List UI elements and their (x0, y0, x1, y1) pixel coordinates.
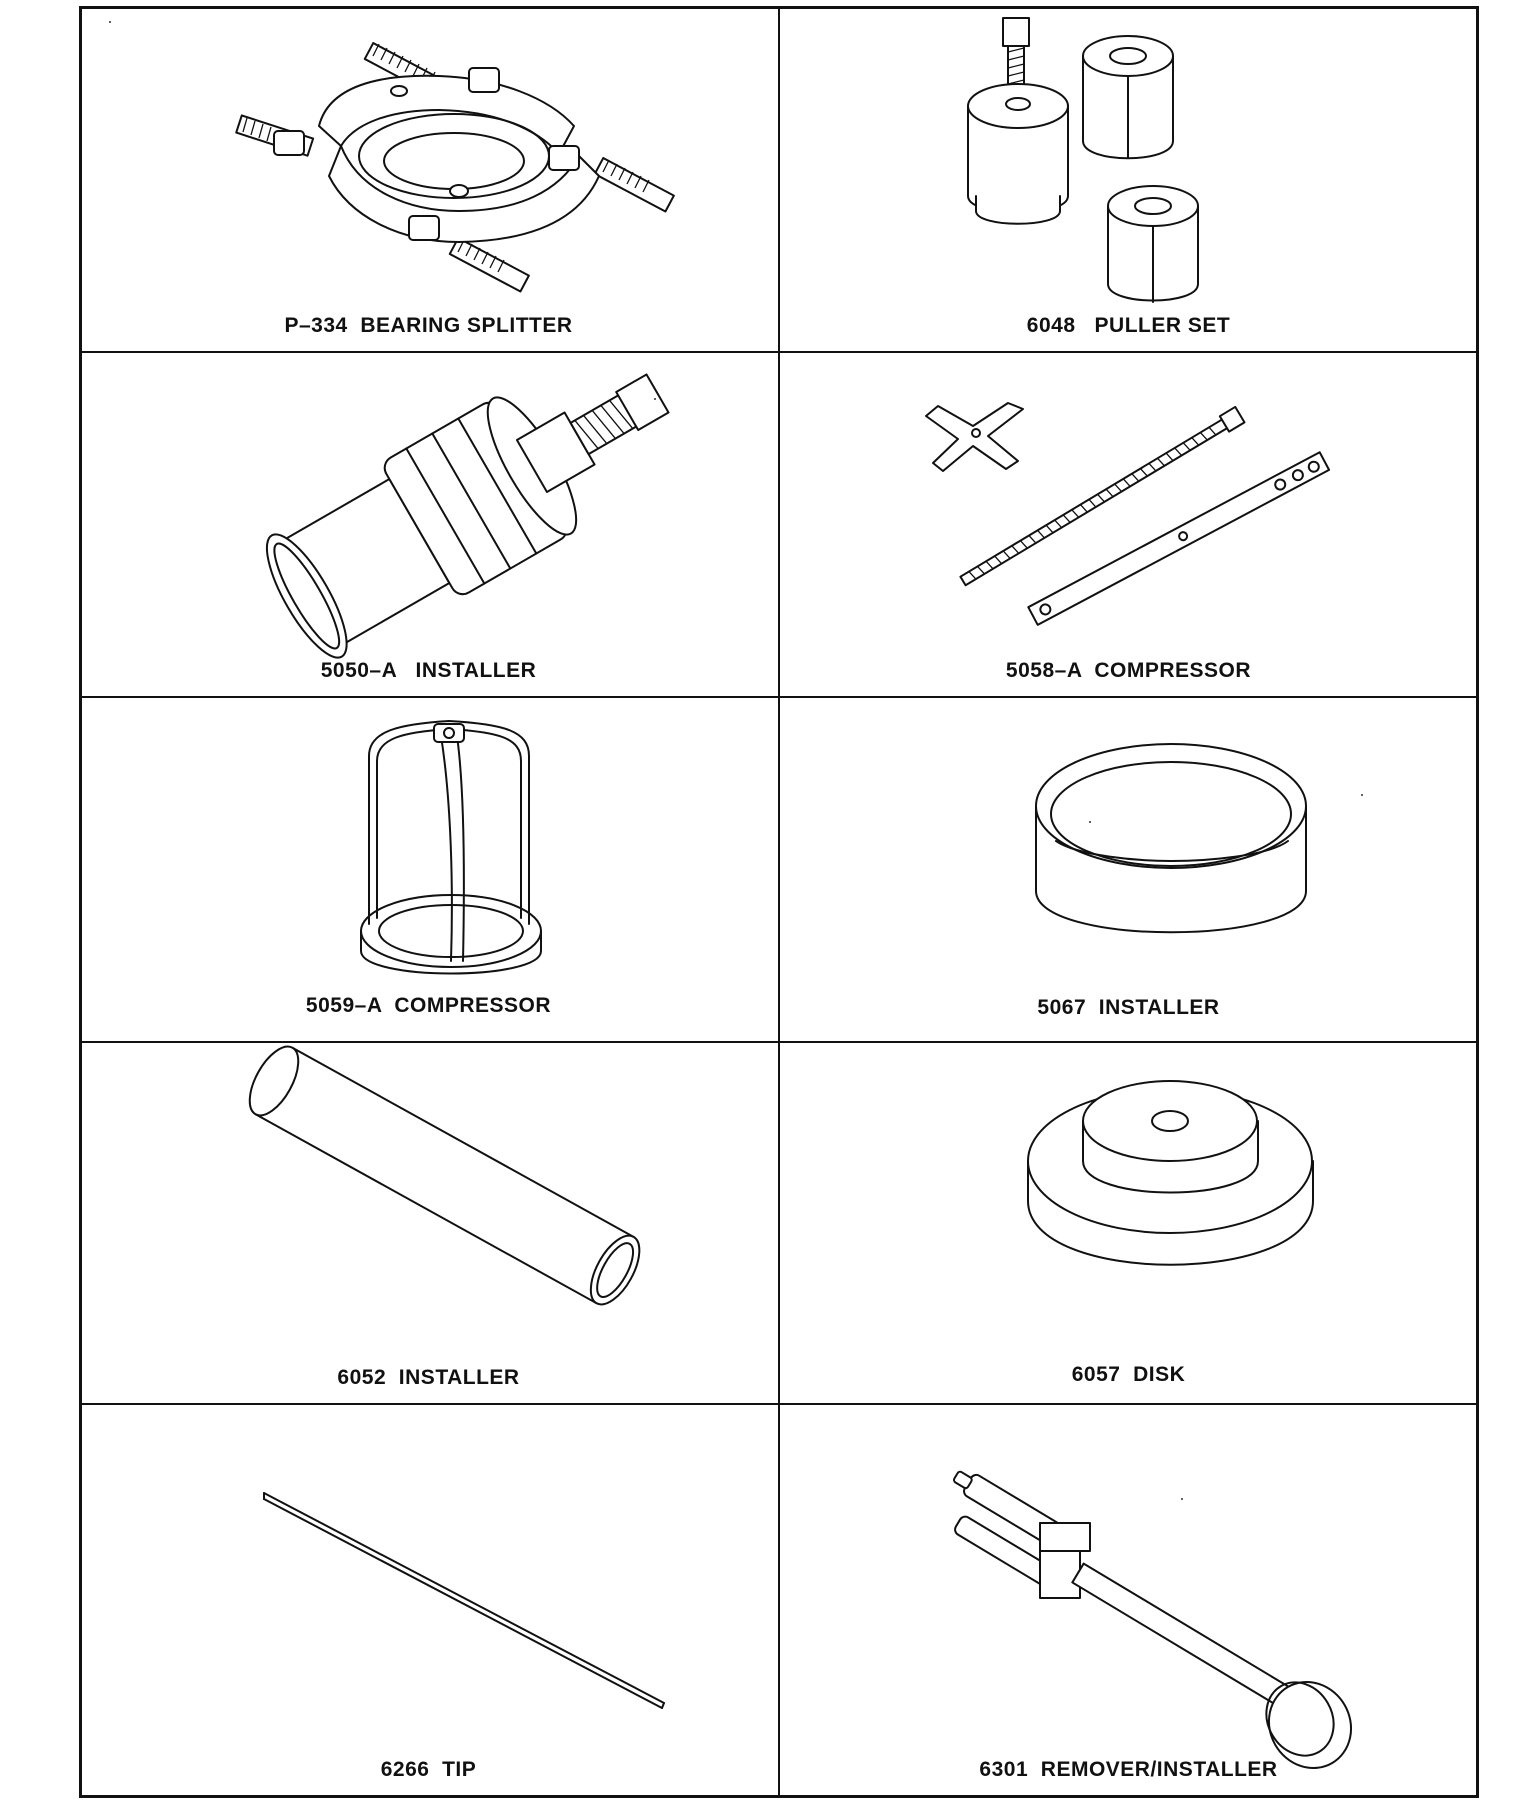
tool-cell-5050a: 5050–A INSTALLER (79, 351, 778, 696)
scan-speck (1089, 821, 1091, 823)
tool-cell-6266: 6266 TIP (79, 1403, 778, 1798)
scan-speck (109, 21, 111, 23)
scan-speck (1361, 794, 1363, 796)
tool-caption: 6301 REMOVER/INSTALLER (979, 1758, 1278, 1781)
row-divider (79, 351, 1479, 353)
row-divider (79, 696, 1479, 698)
tube-installer-icon (248, 1045, 641, 1306)
splitter-half (318, 74, 575, 155)
tool-cell-6052: 6052 INSTALLER (79, 1041, 778, 1403)
tool-cell-5058a: 5058–A COMPRESSOR (778, 351, 1479, 696)
tool-caption: P–334 BEARING SPLITTER (284, 314, 573, 337)
column-divider (778, 6, 780, 1798)
tool-cell-5059a: 5059–A COMPRESSOR (79, 696, 778, 1041)
bearing-splitter-icon (235, 42, 675, 293)
tool-caption: 5059–A COMPRESSOR (305, 994, 552, 1017)
tool-caption: 5058–A COMPRESSOR (1005, 659, 1252, 682)
row-divider (79, 1041, 1479, 1043)
scan-speck (1181, 1498, 1183, 1500)
splitter-bolt (448, 237, 530, 293)
compressor-cage-icon (360, 719, 542, 975)
compressor-icon (925, 402, 1331, 626)
tool-cell-6048: 6048 PULLER SET (778, 6, 1479, 351)
installer-icon (265, 373, 670, 659)
tool-cell-6301: 6301 REMOVER/INSTALLER (778, 1403, 1479, 1798)
disk-icon (1027, 1080, 1314, 1266)
tool-caption: 6052 INSTALLER (337, 1366, 520, 1389)
tool-cell-5067: 5067 INSTALLER (778, 696, 1479, 1041)
tip-icon (263, 1492, 665, 1709)
tool-caption: 6266 TIP (380, 1758, 477, 1781)
tool-caption: 6048 PULLER SET (1026, 314, 1231, 337)
tool-cell-p334: P–334 BEARING SPLITTER (79, 6, 778, 351)
tool-cell-6057: 6057 DISK (778, 1041, 1479, 1403)
puller-set-icon (967, 17, 1199, 303)
splitter-half (328, 145, 600, 243)
tool-caption: 5050–A INSTALLER (320, 659, 537, 682)
tool-caption: 6057 DISK (1071, 1363, 1186, 1386)
row-divider (79, 1403, 1479, 1405)
special-tools-sheet: P–334 BEARING SPLITTER 6048 PULLER SET (79, 6, 1479, 1798)
scan-speck (654, 398, 656, 400)
remover-installer-icon (953, 1470, 1353, 1770)
tool-caption: 5067 INSTALLER (1037, 996, 1220, 1019)
splitter-bolt (593, 157, 675, 213)
ring-installer-icon (1035, 743, 1307, 934)
